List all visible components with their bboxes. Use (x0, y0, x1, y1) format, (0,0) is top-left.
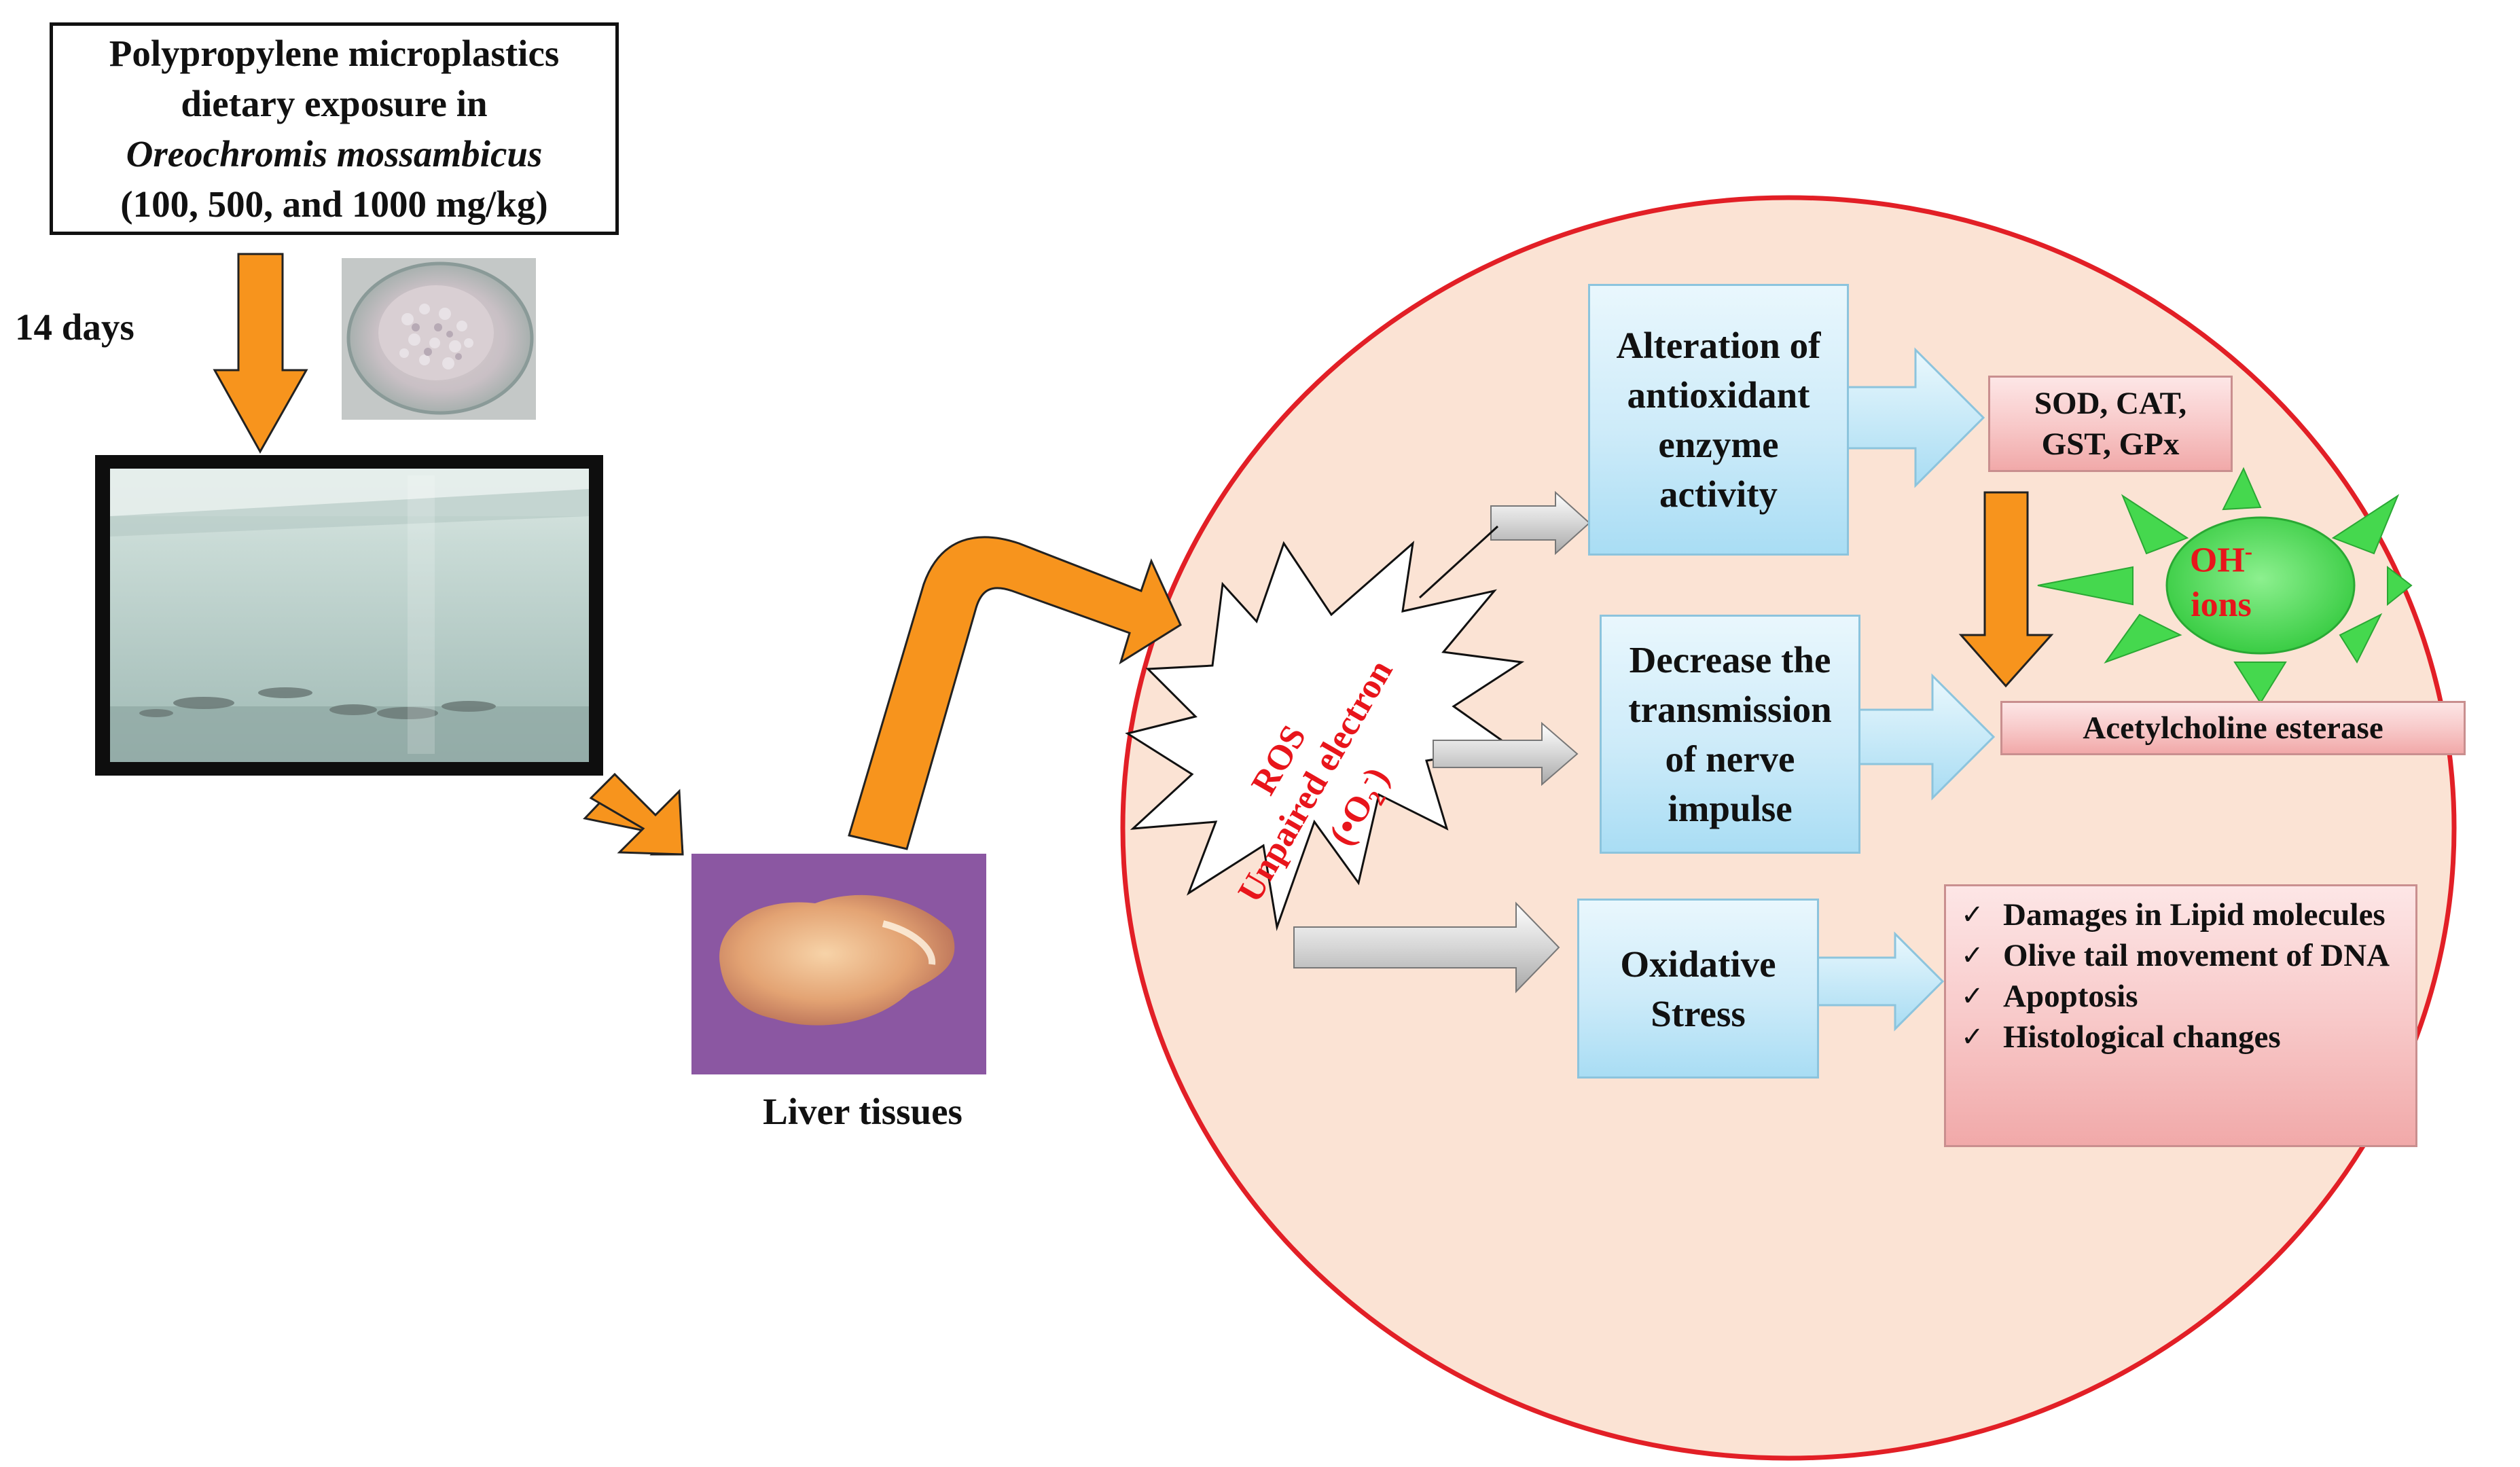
title-line-2: dietary exposure in (181, 82, 488, 124)
orange-arrow-down (213, 253, 308, 454)
enzymes-line-1: SOD, CAT, (2034, 386, 2187, 421)
damage-item: ✓ Apoptosis (1961, 976, 2402, 1017)
title-line-1: Polypropylene microplastics (109, 32, 560, 74)
check-icon: ✓ (1961, 940, 1984, 971)
orange-arrow-ache (1958, 491, 2054, 688)
acetylcholine-esterase-box: Acetylcholine esterase (2000, 701, 2466, 755)
antioxidant-line-2: antioxidant (1627, 374, 1810, 416)
damage-item-text: Histological changes (2003, 1019, 2281, 1055)
orange-curved-arrow (848, 536, 1182, 850)
aquarium-tank-photo (95, 455, 603, 776)
antioxidant-line-4: activity (1659, 473, 1778, 515)
gray-arrow-upper (1490, 490, 1591, 556)
damage-item: ✓ Olive tail movement of DNA (1961, 935, 2402, 976)
duration-label: 14 days (15, 306, 134, 348)
antioxidant-line-1: Alteration of (1616, 325, 1821, 366)
blue-arrow-nerve (1856, 673, 1996, 801)
check-icon: ✓ (1961, 899, 1984, 930)
title-species: Oreochromis mossambicus (126, 132, 543, 175)
damage-item-text: Apoptosis (2003, 979, 2138, 1014)
nerve-line-2: transmission (1628, 689, 1832, 730)
gray-arrow-lower (1293, 901, 1560, 994)
damage-item-text: Olive tail movement of DNA (2003, 938, 2390, 973)
ache-label: Acetylcholine esterase (2083, 710, 2383, 746)
exposure-title-box: Polypropylene microplastics dietary expo… (50, 22, 619, 235)
orange-arrow-to-liver-head (589, 772, 684, 856)
damage-item: ✓ Damages in Lipid molecules (1961, 894, 2402, 935)
microplastic-dish-photo (342, 258, 536, 420)
upper-connector (1418, 525, 1499, 599)
ros-starburst (1125, 541, 1525, 931)
title-doses: (100, 500, and 1000 mg/kg) (120, 183, 548, 225)
oh-ions-label: OH- ions (2123, 530, 2320, 628)
ions-label: ions (2191, 585, 2252, 625)
antioxidant-enzyme-box: Alteration of antioxidant enzyme activit… (1588, 284, 1849, 556)
check-icon: ✓ (1961, 981, 1984, 1012)
nerve-line-1: Decrease the (1629, 639, 1831, 681)
nerve-impulse-box: Decrease the transmission of nerve impul… (1600, 615, 1860, 854)
blue-arrow-oxidative (1809, 931, 1945, 1032)
damage-item: ✓ Histological changes (1961, 1017, 2402, 1057)
enzymes-line-2: GST, GPx (2041, 427, 2180, 462)
liver-label: Liver tissues (763, 1091, 962, 1132)
oh-label: OH- (2189, 539, 2253, 580)
nerve-line-4: impulse (1668, 788, 1793, 829)
nerve-line-3: of nerve (1665, 738, 1795, 780)
oxidative-line-2: Stress (1651, 992, 1746, 1034)
blue-arrow-antioxidant (1846, 347, 1985, 488)
enzymes-box: SOD, CAT, GST, GPx (1988, 376, 2233, 472)
damage-item-text: Damages in Lipid molecules (2003, 897, 2386, 932)
liver-tissue-photo (691, 854, 986, 1074)
damage-list-box: ✓ Damages in Lipid molecules ✓ Olive tail … (1944, 884, 2417, 1147)
antioxidant-line-3: enzyme (1658, 424, 1779, 465)
gray-arrow-middle (1433, 721, 1579, 786)
oxidative-stress-box: Oxidative Stress (1577, 899, 1819, 1079)
oxidative-line-1: Oxidative (1620, 943, 1776, 985)
oh-ions-sun (2037, 467, 2413, 704)
check-icon: ✓ (1961, 1021, 1984, 1053)
